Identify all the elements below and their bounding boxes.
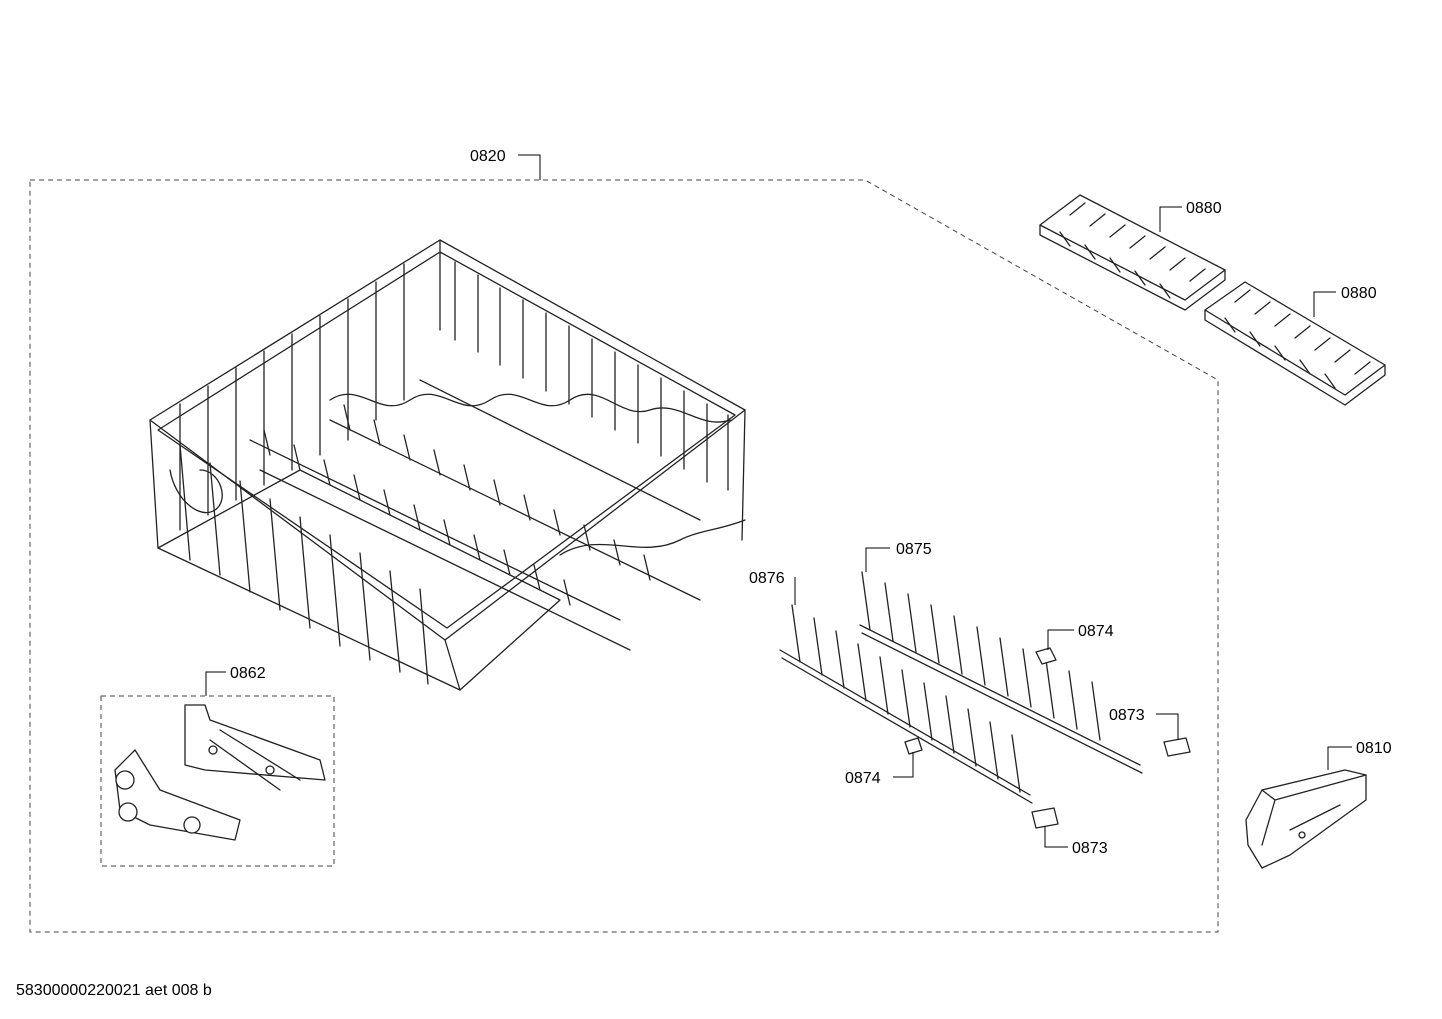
label-0873-lower: 0873: [1072, 840, 1108, 857]
document-code: 58300000220021 aet 008 b: [16, 982, 212, 999]
leader-0862: [205, 671, 226, 696]
hinge-kit-boundary: [100, 695, 335, 867]
label-0810: 0810: [1356, 740, 1392, 757]
label-0880-b: 0880: [1341, 285, 1377, 302]
label-0873-right: 0873: [1109, 707, 1145, 724]
leader-0880-b: [1313, 291, 1336, 317]
tine-row-rear-drawing: [859, 571, 1143, 774]
label-0874-lower: 0874: [845, 770, 881, 787]
clip-drawing-upper: [1035, 647, 1057, 665]
fold-rack-drawing-a: [1039, 194, 1226, 311]
leader-0873-right: [1156, 713, 1179, 740]
label-0875: 0875: [896, 541, 932, 558]
leader-0874-upper: [1047, 629, 1074, 650]
leader-0875: [865, 547, 890, 572]
label-0862: 0862: [230, 665, 266, 682]
label-0880-a: 0880: [1186, 200, 1222, 217]
leader-0810: [1327, 746, 1352, 770]
leader-0873-lower: [1044, 826, 1068, 848]
holder-drawing-right: [1163, 737, 1191, 757]
label-0820: 0820: [470, 148, 506, 165]
upper-basket-drawing: [149, 239, 746, 691]
fold-rack-drawing-b: [1204, 281, 1386, 406]
tine-row-front-drawing: [779, 604, 1033, 804]
label-0876: 0876: [749, 570, 785, 587]
assembly-boundary-0820: [29, 179, 1219, 933]
leader-0874-lower: [893, 752, 914, 778]
leader-0820: [518, 154, 541, 180]
handle-drawing: [1245, 769, 1367, 869]
hinge-kit-drawing: [114, 704, 326, 841]
holder-drawing-lower: [1031, 807, 1059, 829]
leader-0880-a: [1159, 206, 1182, 232]
label-0874-upper: 0874: [1078, 623, 1114, 640]
clip-drawing-lower: [904, 737, 923, 755]
